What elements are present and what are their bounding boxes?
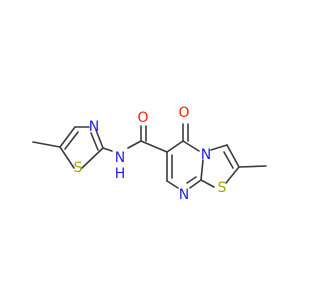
bond-c2-nh [102, 147, 113, 152]
bond-c5-c4-left-double [64, 131, 79, 150]
bond-s-right-c8a [200, 179, 215, 188]
bond-s-c5-left [59, 146, 75, 169]
atom-sulfur-right: S [218, 180, 227, 196]
bond-c3-c2 [226, 144, 240, 168]
atom-ring-oxygen: O [178, 105, 189, 121]
bonds-group [32, 123, 267, 189]
bond-c5-c4-left [59, 126, 76, 148]
bond-n4-c8a [200, 159, 204, 181]
atom-sulfur-left: S [74, 160, 83, 176]
atom-labels-group: S N N H O O N N S [74, 105, 227, 203]
atom-pyrimidine-nitrogen: N [179, 187, 189, 203]
bond-c2-s-right [225, 166, 240, 184]
bond-methyl-left [32, 141, 61, 148]
molecule-structure-diagram: S N N H O O N N S [32, 105, 267, 203]
bond-c2-s-left [81, 147, 104, 169]
bond-n4-c3 [210, 144, 228, 151]
bond-n1-c7 [166, 180, 179, 189]
bond-n-c2-left [95, 129, 104, 149]
bond-carbonyl-c6 [140, 140, 168, 153]
atom-nitrogen-left: N [89, 119, 99, 135]
bond-c6-c5 [166, 140, 184, 153]
bond-c5-n4 [182, 140, 200, 152]
bond-methyl-right [238, 165, 267, 168]
bond-c8a-n1-double [186, 176, 197, 184]
bond-nh-carbonyl-c [127, 140, 142, 149]
bond-c3-c2-double [223, 151, 234, 169]
bond-n-c2-left-double [90, 132, 99, 151]
atom-bridgehead-nitrogen: N [201, 147, 211, 163]
atom-carbonyl-oxygen: O [137, 110, 148, 126]
bond-c8a-n1 [189, 179, 202, 189]
atom-amide-nitrogen: N [115, 150, 125, 166]
atom-amide-hydrogen: H [115, 166, 126, 182]
